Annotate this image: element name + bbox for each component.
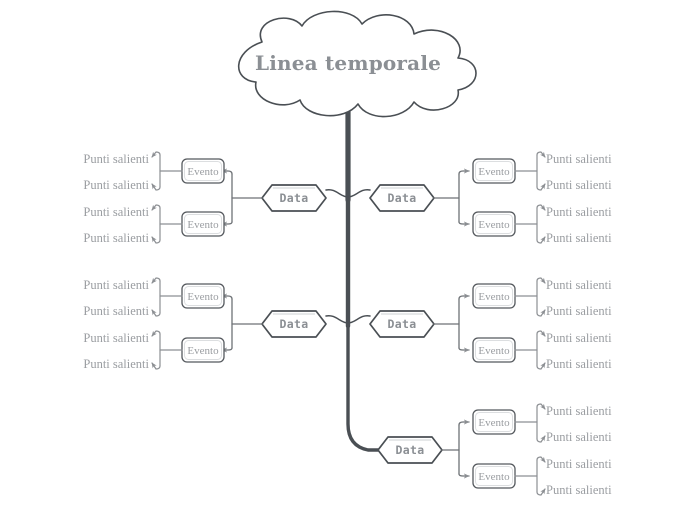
event-node-label: Evento [478, 219, 510, 231]
date-node[interactable]: Data [261, 184, 327, 212]
trunk-spine [345, 92, 380, 452]
event-node[interactable]: Evento [472, 337, 516, 363]
event-node[interactable]: Evento [472, 283, 516, 309]
event-node-label: Evento [478, 471, 510, 483]
highlight-label: Punti salienti [546, 331, 612, 345]
event-node-label: Evento [187, 345, 219, 357]
highlight-label: Punti salienti [83, 231, 149, 245]
event-node[interactable]: Evento [472, 158, 516, 184]
date-node-label: Data [280, 317, 309, 331]
event-node-label: Evento [478, 417, 510, 429]
highlight-label: Punti salienti [546, 205, 612, 219]
highlight-label: Punti salienti [83, 278, 149, 292]
event-node[interactable]: Evento [472, 409, 516, 435]
highlight-label: Punti salienti [546, 430, 612, 444]
date-node-label: Data [388, 317, 417, 331]
branch-2-left: Data Evento Punti salienti Punti salient… [83, 277, 349, 371]
highlight-label: Punti salienti [546, 152, 612, 166]
event-node[interactable]: Evento [181, 158, 225, 184]
event-node-label: Evento [478, 345, 510, 357]
highlight-label: Punti salienti [83, 205, 149, 219]
cloud-shape [237, 10, 477, 118]
highlight-label: Punti salienti [83, 178, 149, 192]
date-node[interactable]: Data [377, 436, 443, 464]
date-node-label: Data [280, 191, 309, 205]
branch-3-right: Data Evento Punti salienti Punti salient… [377, 403, 612, 497]
event-node-label: Evento [478, 291, 510, 303]
highlight-label: Punti salienti [83, 152, 149, 166]
highlight-label: Punti salienti [546, 178, 612, 192]
branch-1-left: Data Evento Punti salienti Punti salient… [83, 151, 349, 245]
branch-1-right: Data Evento Punti salienti Punti salient… [347, 151, 612, 245]
date-node[interactable]: Data [369, 184, 435, 212]
highlight-label: Punti salienti [546, 457, 612, 471]
event-node[interactable]: Evento [181, 283, 225, 309]
highlight-label: Punti salienti [546, 357, 612, 371]
highlight-label: Punti salienti [546, 231, 612, 245]
event-node-label: Evento [187, 219, 219, 231]
highlight-label: Punti salienti [83, 304, 149, 318]
highlight-label: Punti salienti [83, 331, 149, 345]
event-node-label: Evento [187, 166, 219, 178]
event-node-label: Evento [187, 291, 219, 303]
event-node[interactable]: Evento [181, 337, 225, 363]
event-node[interactable]: Evento [181, 211, 225, 237]
branch-2-right: Data Evento Punti salienti Punti salient… [347, 277, 612, 371]
event-node[interactable]: Evento [472, 463, 516, 489]
highlight-label: Punti salienti [83, 357, 149, 371]
date-node[interactable]: Data [369, 310, 435, 338]
date-node-label: Data [388, 191, 417, 205]
date-node-label: Data [396, 443, 425, 457]
highlight-label: Punti salienti [546, 304, 612, 318]
highlight-label: Punti salienti [546, 483, 612, 497]
root-cloud-node[interactable]: Linea temporale [237, 10, 477, 118]
date-node[interactable]: Data [261, 310, 327, 338]
event-node-label: Evento [478, 166, 510, 178]
highlight-label: Punti salienti [546, 404, 612, 418]
highlight-label: Punti salienti [546, 278, 612, 292]
event-node[interactable]: Evento [472, 211, 516, 237]
root-title: Linea temporale [255, 51, 441, 75]
